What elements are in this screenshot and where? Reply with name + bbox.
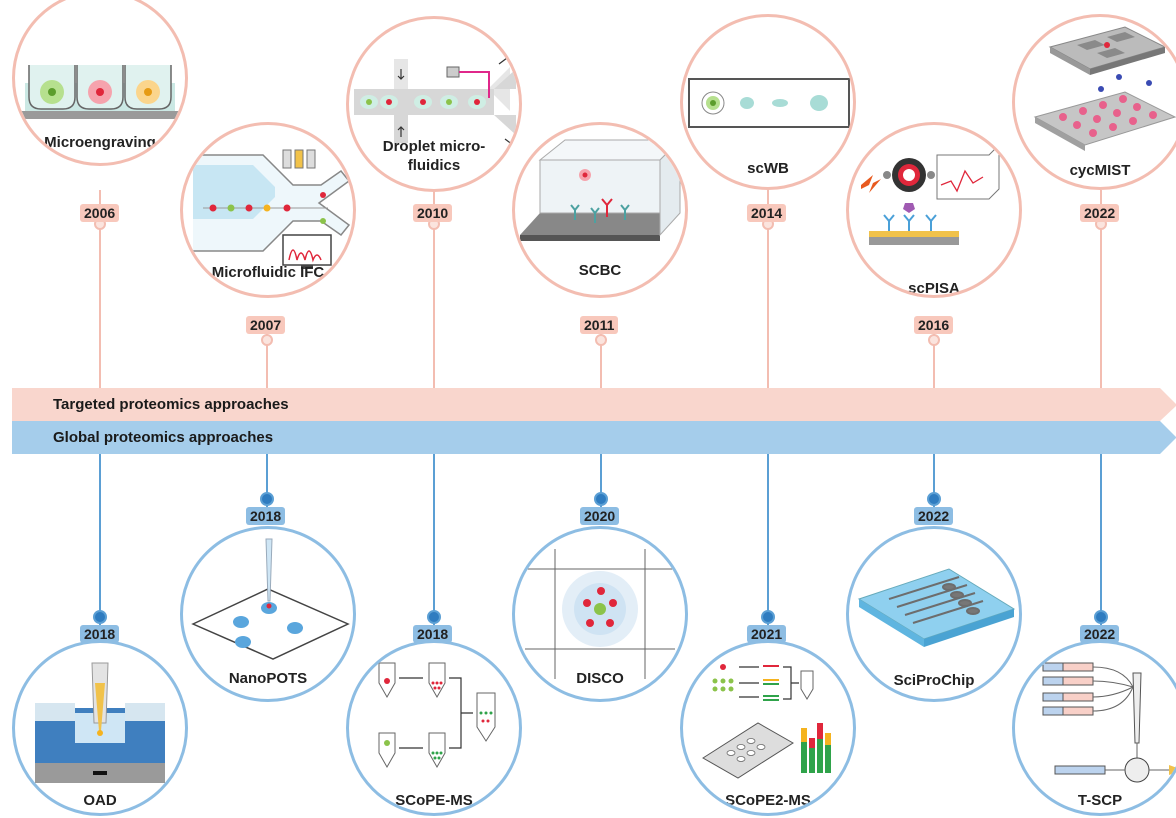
scope-ms-year: 2018 [413, 625, 453, 643]
sciprochip-label: SciProChip [893, 672, 975, 689]
microengraving-year: 2006 [80, 204, 120, 222]
cycmist-circle: cycMIST [1012, 14, 1176, 190]
cycmist-label: cycMIST [1069, 162, 1131, 179]
node-microfluidic-ifc [261, 334, 273, 346]
node-t-scp [1094, 610, 1108, 624]
oad-label: OAD [83, 792, 117, 809]
scwb-circle: scWB [680, 14, 856, 190]
microengraving-illustration [20, 65, 180, 119]
scbc-illustration [520, 138, 682, 241]
scwb-year: 2014 [747, 204, 787, 222]
microfluidic-ifc-year: 2007 [246, 316, 286, 334]
scpisa-label: scPISA [908, 280, 960, 297]
scpisa-year: 2016 [914, 316, 954, 334]
node-sciprochip [927, 492, 941, 506]
scope2-ms-circle: SCoPE2-MS [680, 640, 856, 816]
node-oad [93, 610, 107, 624]
scope-ms-illustration [378, 662, 496, 769]
microengraving-circle: Microengraving [12, 0, 188, 166]
disco-illustration [525, 549, 675, 679]
sciprochip-circle: SciProChip [846, 526, 1022, 702]
droplet-illustration [354, 57, 516, 146]
oad-year: 2018 [80, 625, 120, 643]
targeted-band-arrow [12, 388, 1176, 421]
nanopots-year: 2018 [246, 507, 286, 525]
node-nanopots [260, 492, 274, 506]
droplet-label-line1: Droplet micro- [382, 138, 486, 155]
t-scp-year: 2022 [1080, 625, 1120, 643]
node-scope-ms [427, 610, 441, 624]
droplet-year: 2010 [413, 204, 453, 222]
scope2-ms-illustration [702, 664, 831, 779]
scope2-ms-label: SCoPE2-MS [725, 792, 811, 809]
t-scp-label: T-SCP [1077, 792, 1123, 809]
targeted-band-label: Targeted proteomics approaches [53, 396, 289, 413]
microfluidic-ifc-circle: Microfluidic IFC [180, 122, 356, 298]
global-band-label: Global proteomics approaches [53, 429, 274, 446]
node-scpisa [928, 334, 940, 346]
scope-ms-label: SCoPE-MS [395, 792, 473, 809]
nanopots-circle: NanoPOTS [180, 526, 356, 702]
oad-illustration [35, 662, 165, 783]
scwb-label: scWB [747, 160, 789, 177]
scwb-illustration [688, 78, 850, 128]
cycmist-year: 2022 [1080, 204, 1120, 222]
oad-circle: OAD [12, 640, 188, 816]
scpisa-illustration [861, 143, 1000, 245]
node-scbc [595, 334, 607, 346]
droplet-circle: Droplet micro- fluidics [346, 16, 522, 192]
microfluidic-ifc-label: Microfluidic IFC [211, 264, 325, 281]
cycmist-illustration [1033, 26, 1176, 151]
global-band-arrow [12, 421, 1176, 454]
t-scp-illustration [1042, 662, 1176, 783]
sciprochip-illustration [857, 568, 1016, 647]
microengraving-label: Microengraving [44, 134, 156, 151]
scope2-ms-year: 2021 [747, 625, 787, 643]
t-scp-circle: T-SCP [1012, 640, 1176, 816]
scope-ms-circle: SCoPE-MS [346, 640, 522, 816]
scbc-label: SCBC [578, 262, 622, 279]
sciprochip-year: 2022 [914, 507, 954, 525]
scbc-year: 2011 [580, 316, 619, 334]
microfluidic-ifc-illustration [193, 149, 351, 269]
nanopots-label: NanoPOTS [228, 670, 308, 687]
disco-circle: DISCO [512, 526, 688, 702]
node-scope2-ms [761, 610, 775, 624]
scbc-circle: SCBC [512, 122, 688, 298]
scpisa-circle: scPISA [846, 122, 1022, 298]
nanopots-illustration [191, 538, 350, 660]
droplet-label: Droplet micro- fluidics [349, 137, 519, 175]
disco-year: 2020 [580, 507, 620, 525]
node-disco [594, 492, 608, 506]
disco-label: DISCO [576, 670, 624, 687]
droplet-label-line2: fluidics [407, 157, 461, 174]
